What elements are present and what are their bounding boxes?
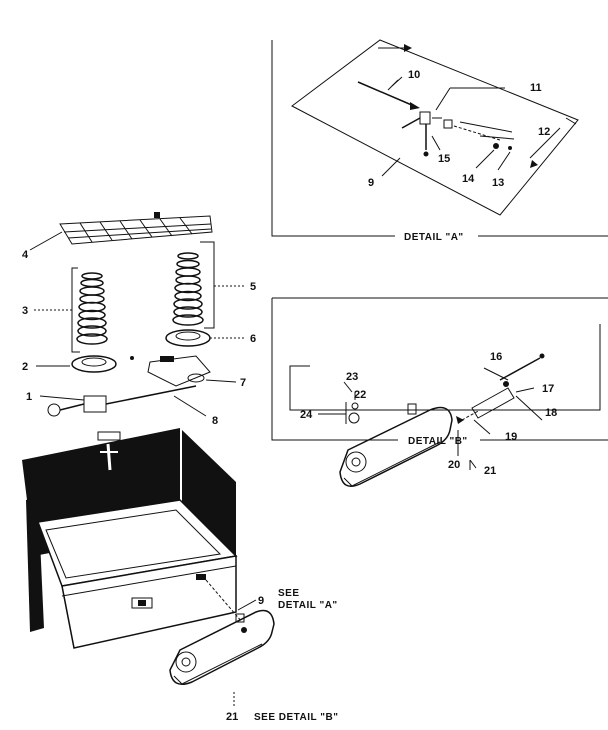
- label-part-21-detail-b: 21: [484, 465, 496, 477]
- part-3-burner-rings: [34, 267, 108, 353]
- label-part-5: 5: [250, 281, 256, 293]
- main-fuel-tank: [169, 609, 275, 685]
- part-20-nozzle: [456, 416, 464, 424]
- part-2-burner-base: [36, 355, 117, 373]
- detail-b-fuel-tank: [339, 403, 453, 487]
- label-part-16: 16: [490, 351, 502, 363]
- label-part-21-main: 21: [226, 711, 238, 723]
- see-detail-b-caption: SEE DETAIL "B": [254, 712, 338, 723]
- label-part-4: 4: [22, 249, 29, 261]
- label-part-24: 24: [300, 409, 313, 421]
- label-part-15: 15: [438, 153, 450, 165]
- label-part-7: 7: [240, 377, 246, 389]
- main-assembly: 4 3 2: [22, 212, 338, 723]
- detail-a-plate: [291, 39, 579, 216]
- label-part-6: 6: [250, 333, 256, 345]
- part-8-rod: [105, 385, 197, 405]
- detail-b-panel: DETAIL "B": [271, 297, 608, 487]
- part-6-burner-base: [165, 329, 246, 347]
- see-caption: SEE: [278, 588, 300, 599]
- detail-a-caption: DETAIL "A": [404, 232, 464, 243]
- part-16-valve-assembly: [471, 353, 545, 419]
- label-part-8: 8: [212, 415, 218, 427]
- label-part-3: 3: [22, 305, 28, 317]
- see-detail-a-caption: DETAIL "A": [278, 600, 338, 611]
- detail-b-caption: DETAIL "B": [408, 436, 468, 447]
- label-part-23: 23: [346, 371, 358, 383]
- part-14-fitting: [493, 143, 499, 149]
- label-part-18: 18: [545, 407, 557, 419]
- stove-body: [22, 428, 238, 649]
- label-part-1: 1: [26, 391, 32, 403]
- part-10-rod: [357, 81, 415, 107]
- label-part-17: 17: [542, 383, 554, 395]
- part-15-valve: [401, 111, 453, 157]
- part-4-grate: [29, 212, 213, 251]
- part-1-valve: [39, 395, 107, 417]
- label-part-12: 12: [538, 126, 550, 138]
- label-part-9-main: 9: [258, 595, 264, 607]
- label-part-10: 10: [408, 69, 420, 81]
- label-part-13: 13: [492, 177, 504, 189]
- label-part-22: 22: [354, 389, 366, 401]
- label-part-20: 20: [448, 459, 460, 471]
- label-part-2: 2: [22, 361, 28, 373]
- part-13-nut: [508, 146, 512, 150]
- label-part-9-detail-a: 9: [368, 177, 374, 189]
- part-22-23-cap: [348, 392, 360, 424]
- label-part-11: 11: [530, 82, 542, 94]
- label-part-19: 19: [505, 431, 517, 443]
- part-5-burner-rings: [172, 241, 246, 329]
- part-7-manifold: [130, 355, 237, 387]
- label-part-14: 14: [462, 173, 475, 185]
- detail-a-panel: DETAIL "A": [271, 39, 608, 243]
